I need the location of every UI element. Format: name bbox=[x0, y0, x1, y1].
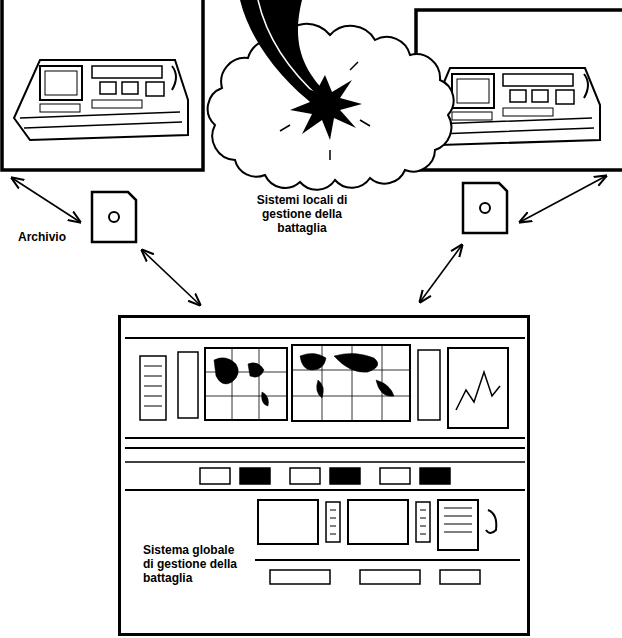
local-systems-label: Sistemi locali di gestione della battagl… bbox=[241, 192, 363, 236]
system-box: Sistema globale di gestione della battag… bbox=[118, 315, 530, 636]
explosion bbox=[208, 0, 454, 190]
data-arrows bbox=[12, 176, 606, 305]
local-console-left bbox=[2, 0, 203, 170]
archive-label: Archivio bbox=[16, 229, 68, 245]
box-title: Sistema globale di gestione della battag… bbox=[141, 542, 249, 586]
floppy-disk-right bbox=[463, 183, 507, 233]
floppy-disk-left bbox=[92, 192, 136, 242]
